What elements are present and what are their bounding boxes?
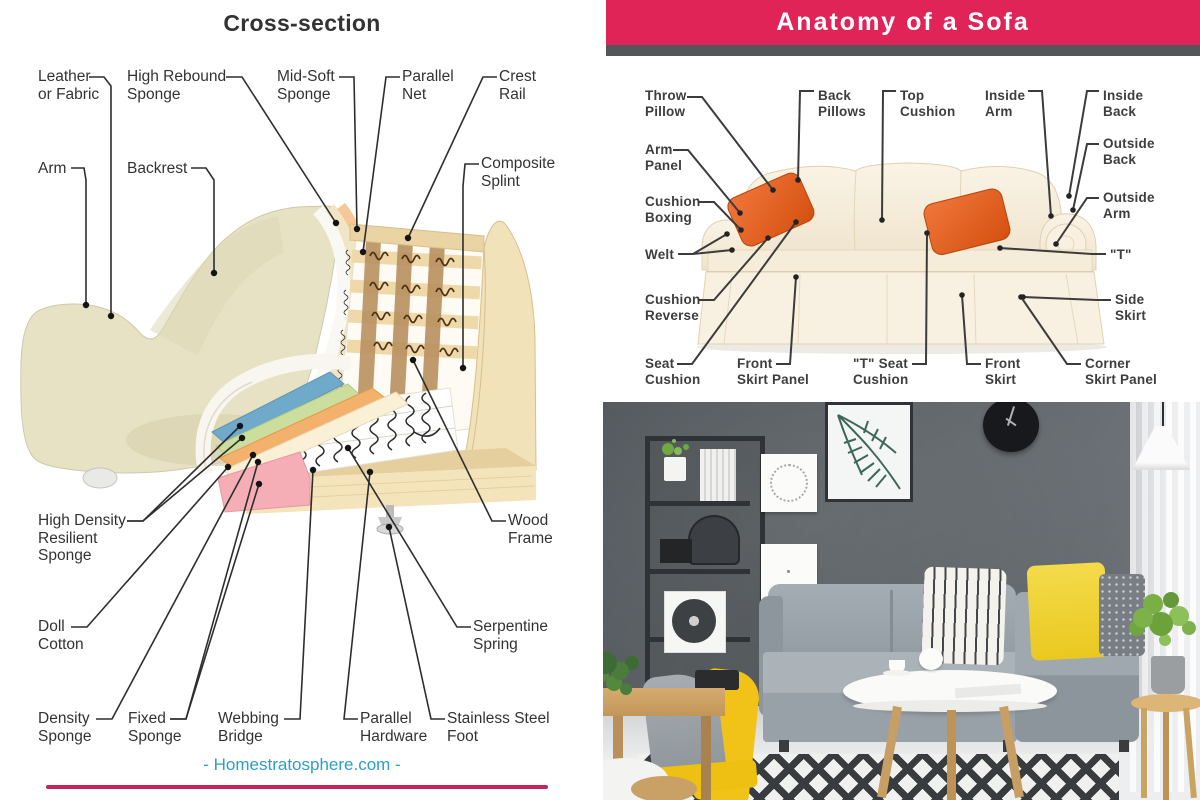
sofa-anatomy-panel: Anatomy of a Sofa: [604, 0, 1200, 400]
lamp-cord: [1162, 402, 1164, 428]
label-corner-skirt-panel: Corner Skirt Panel: [1085, 356, 1157, 387]
label-doll-cotton: Doll Cotton: [38, 618, 84, 653]
palm-leaf-art: [837, 414, 901, 490]
label-high-rebound-sponge: High Rebound Sponge: [127, 68, 227, 103]
cross-section-illustration: [20, 76, 537, 720]
saucer: [883, 670, 911, 676]
label-webbing-bridge: Webbing Bridge: [218, 710, 279, 745]
stainless-foot-art: [376, 505, 404, 535]
plant-right-leaves: [1133, 608, 1153, 628]
cross-section-title: Cross-section: [223, 10, 381, 36]
label-seat-cushion: Seat Cushion: [645, 356, 701, 387]
side-table-leg: [1163, 712, 1169, 800]
serpentine-springs-back: [337, 249, 459, 394]
label-cushion-boxing: Cushion Boxing: [645, 194, 701, 225]
label-arm-panel: Arm Panel: [645, 142, 683, 173]
label-inside-arm: Inside Arm: [985, 88, 1026, 119]
label-inside-back: Inside Back: [1103, 88, 1144, 119]
pink-divider-rule: [46, 785, 548, 789]
side-table-top: [1131, 694, 1200, 712]
label-top-cushion: Top Cushion: [900, 88, 956, 119]
watermark-text: - Homestratosphere.com -: [203, 755, 401, 774]
label-parallel-net: Parallel Net: [402, 68, 454, 103]
seat-springs: [285, 387, 459, 477]
label-cushion-reverse: Cushion Reverse: [645, 292, 701, 323]
vinyl-record-disc: [672, 599, 716, 643]
plant-pot-right: [1151, 656, 1185, 694]
wall-clock: [983, 402, 1039, 452]
side-table-leg: [1141, 708, 1147, 798]
books: [700, 449, 736, 501]
label-throw-pillow: Throw Pillow: [645, 88, 687, 119]
label-crest-rail: Crest Rail: [499, 68, 537, 103]
anatomy-sofa-art: [697, 162, 1107, 354]
label-parallel-hardware: Parallel Hardware: [360, 710, 428, 745]
label-side-skirt: Side Skirt: [1115, 292, 1147, 323]
foam-layer-cream: [223, 391, 409, 483]
sofa-anatomy-header: Anatomy of a Sofa: [606, 0, 1200, 45]
shelf-bar: [650, 569, 750, 574]
label-arm: Arm: [38, 160, 67, 177]
clock-dots: [770, 464, 808, 502]
label-high-density-resilient-sponge: High Density Resilient Sponge: [38, 512, 126, 564]
label-density-sponge: Density Sponge: [38, 710, 92, 745]
foam-layer-green: [215, 383, 361, 458]
wood-frame-art: [242, 220, 537, 514]
palm-art-frame: [825, 402, 913, 502]
label-outside-arm: Outside Arm: [1103, 190, 1155, 221]
label-stainless-steel-foot: Stainless Steel Foot: [447, 710, 550, 745]
label-welt: Welt: [645, 247, 675, 262]
foam-layer-orange: [219, 387, 389, 471]
throw-pillow-right: [923, 188, 1011, 256]
round-mirror: [688, 515, 740, 565]
label-fixed-sponge: Fixed Sponge: [128, 710, 182, 745]
dining-table-leg: [701, 716, 711, 800]
wooden-stool: [631, 776, 697, 800]
label-serpentine-spring: Serpentine Spring: [473, 618, 548, 653]
label-back-pillows: Back Pillows: [818, 88, 866, 119]
plant-leaves-small: [662, 443, 674, 455]
table-leg: [947, 710, 956, 800]
living-room-photo: [603, 402, 1200, 800]
typewriter: [695, 670, 739, 690]
label-front-skirt: Front Skirt: [985, 356, 1021, 387]
sofa-back-seam: [890, 590, 893, 660]
leader-lines-right: [673, 90, 1111, 365]
shelf-unit: [645, 436, 765, 706]
label-composite-splint: Composite Splint: [481, 155, 556, 190]
shelf-bar: [650, 501, 750, 506]
label-t: "T": [1110, 247, 1132, 262]
throw-pillow-left: [727, 172, 815, 247]
teacup: [889, 660, 905, 672]
plant-left-leaves: [603, 652, 617, 674]
sofa-body-art: [20, 205, 341, 489]
pillow-yellow: [1026, 562, 1110, 661]
label-wood-frame: Wood Frame: [508, 512, 553, 547]
frame-dot: [787, 570, 790, 573]
label-front-skirt-panel: Front Skirt Panel: [737, 356, 809, 387]
foam-layer-pink: [217, 451, 311, 513]
label-outside-back: Outside Back: [1103, 136, 1155, 167]
sofa-leg: [1119, 740, 1129, 752]
sofa-leg: [779, 740, 789, 752]
foam-layer-blue: [211, 371, 345, 445]
foam-stack: [195, 353, 409, 513]
potted-plant-small: [664, 457, 686, 481]
pillow-gray-patterned: [1099, 574, 1145, 656]
clock-dots-frame: [761, 454, 817, 512]
dining-table-top: [603, 688, 725, 716]
sofa-anatomy-title: Anatomy of a Sofa: [776, 8, 1030, 36]
cut-edge-bands: [286, 202, 372, 436]
cross-section-panel: Cross-section: [20, 10, 556, 789]
label-t-seat-cushion: "T" Seat Cushion: [853, 356, 909, 387]
label-leather-or-fabric: Leather or Fabric: [38, 68, 100, 103]
label-backrest: Backrest: [127, 160, 188, 177]
label-mid-soft-sponge: Mid-Soft Sponge: [277, 68, 335, 103]
teapot: [919, 648, 943, 670]
black-box: [660, 539, 692, 563]
header-underline-bar: [606, 45, 1200, 56]
